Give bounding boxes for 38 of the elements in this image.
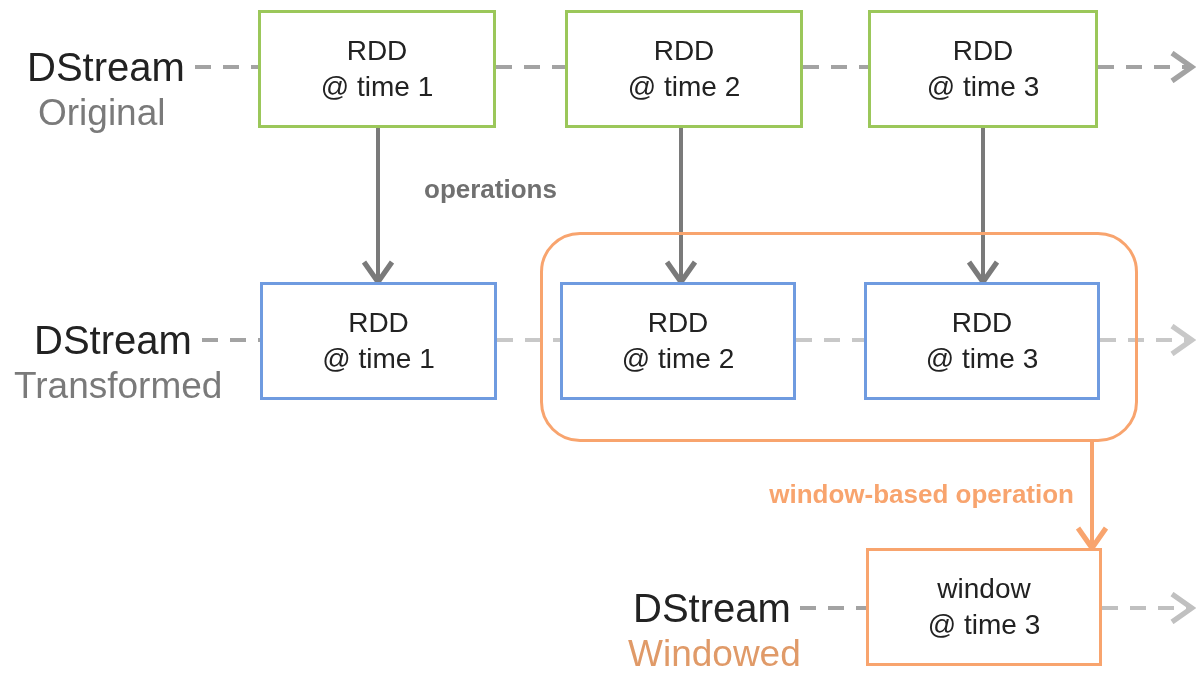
stream-name: DStream (27, 45, 185, 89)
arrow (1098, 50, 1195, 84)
box-text: @ time 3 (927, 609, 1041, 642)
box-text: RDD (647, 306, 709, 339)
box-text: RDD (348, 306, 409, 339)
box-text: window (937, 572, 1031, 605)
box-text: @ time 3 (925, 343, 1039, 376)
rdd-box (560, 282, 796, 400)
stream-caption: Original (38, 93, 166, 134)
rdd-box (565, 10, 803, 128)
arrow (1102, 591, 1195, 625)
stream-name: DStream (633, 586, 791, 630)
connector-line (796, 338, 864, 342)
box-text: RDD (653, 34, 715, 67)
connector-line (497, 338, 560, 342)
box-text: RDD (951, 306, 1013, 339)
arrow (1100, 323, 1195, 357)
box-text: @ time 2 (627, 71, 741, 104)
box-text: RDD (952, 34, 1014, 67)
window-frame (540, 232, 1138, 442)
stream-name: DStream (34, 318, 192, 362)
rdd-box (260, 282, 497, 400)
connector-line (800, 606, 866, 610)
rdd-box (866, 548, 1102, 666)
rdd-box (864, 282, 1100, 400)
rdd-box (258, 10, 496, 128)
connector-line (195, 65, 258, 69)
stream-caption: Transformed (14, 366, 223, 407)
connector-line (803, 65, 868, 69)
rdd-box (868, 10, 1098, 128)
connector-line (202, 338, 260, 342)
box-text: RDD (346, 34, 408, 67)
box-text: @ time 2 (621, 343, 735, 376)
connector-line (496, 65, 565, 69)
stream-caption: Windowed (628, 634, 801, 675)
box-text: @ time 3 (926, 71, 1040, 104)
box-text: @ time 1 (320, 71, 434, 104)
box-text: @ time 1 (322, 343, 435, 376)
